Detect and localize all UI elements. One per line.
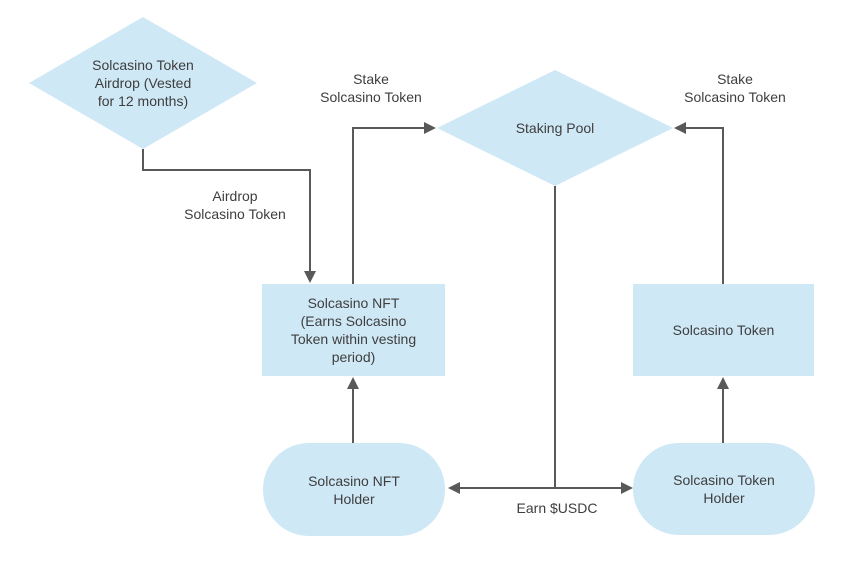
edge-label-airdrop: Airdrop Solcasino Token bbox=[184, 188, 286, 222]
node-solcasino-nft-label: Solcasino NFT (Earns Solcasino Token wit… bbox=[290, 295, 417, 365]
edge-label-earn-usdc: Earn $USDC bbox=[516, 500, 598, 516]
node-staking-pool-label: Staking Pool bbox=[515, 120, 595, 136]
node-solcasino-nft-box: Solcasino NFT (Earns Solcasino Token wit… bbox=[262, 284, 445, 376]
connector-nft-stake-to-pool bbox=[352, 122, 436, 284]
node-airdrop-diamond: Solcasino Token Airdrop (Vested for 12 m… bbox=[29, 17, 257, 149]
node-solcasino-token-label: Solcasino Token bbox=[672, 322, 775, 338]
node-solcasino-token-box: Solcasino Token bbox=[633, 284, 814, 376]
node-airdrop-label: Solcasino Token Airdrop (Vested for 12 m… bbox=[92, 57, 194, 109]
connector-token-stake-to-pool bbox=[674, 122, 724, 284]
node-nft-holder-label: Solcasino NFT Holder bbox=[308, 472, 400, 507]
node-nft-holder-stadium: Solcasino NFT Holder bbox=[263, 443, 445, 536]
edge-label-stake-right: Stake Solcasino Token bbox=[684, 71, 786, 105]
edge-label-stake-left: Stake Solcasino Token bbox=[320, 71, 422, 105]
node-token-holder-stadium: Solcasino Token Holder bbox=[633, 443, 815, 535]
node-token-holder-label: Solcasino Token Holder bbox=[673, 472, 775, 506]
